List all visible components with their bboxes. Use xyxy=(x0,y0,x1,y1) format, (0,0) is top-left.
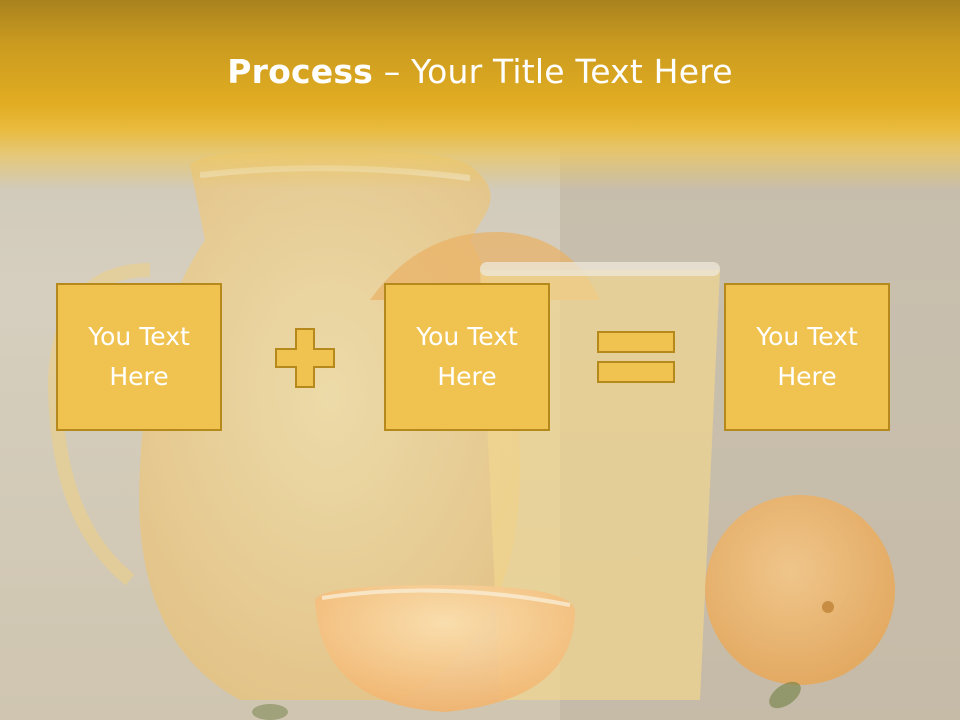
process-step-box-2: You Text Here xyxy=(384,283,550,431)
slide-title: Process – Your Title Text Here xyxy=(0,52,960,91)
title-bold-part: Process xyxy=(227,52,374,91)
title-rest-part: – Your Title Text Here xyxy=(373,52,733,91)
process-step-text-2: You Text Here xyxy=(416,322,518,391)
process-step-box-1: You Text Here xyxy=(56,283,222,431)
equals-icon xyxy=(597,331,675,383)
process-step-box-3: You Text Here xyxy=(724,283,890,431)
title-band xyxy=(0,0,960,190)
plus-icon xyxy=(275,328,335,388)
process-step-text-3: You Text Here xyxy=(756,322,858,391)
process-step-text-1: You Text Here xyxy=(88,322,190,391)
